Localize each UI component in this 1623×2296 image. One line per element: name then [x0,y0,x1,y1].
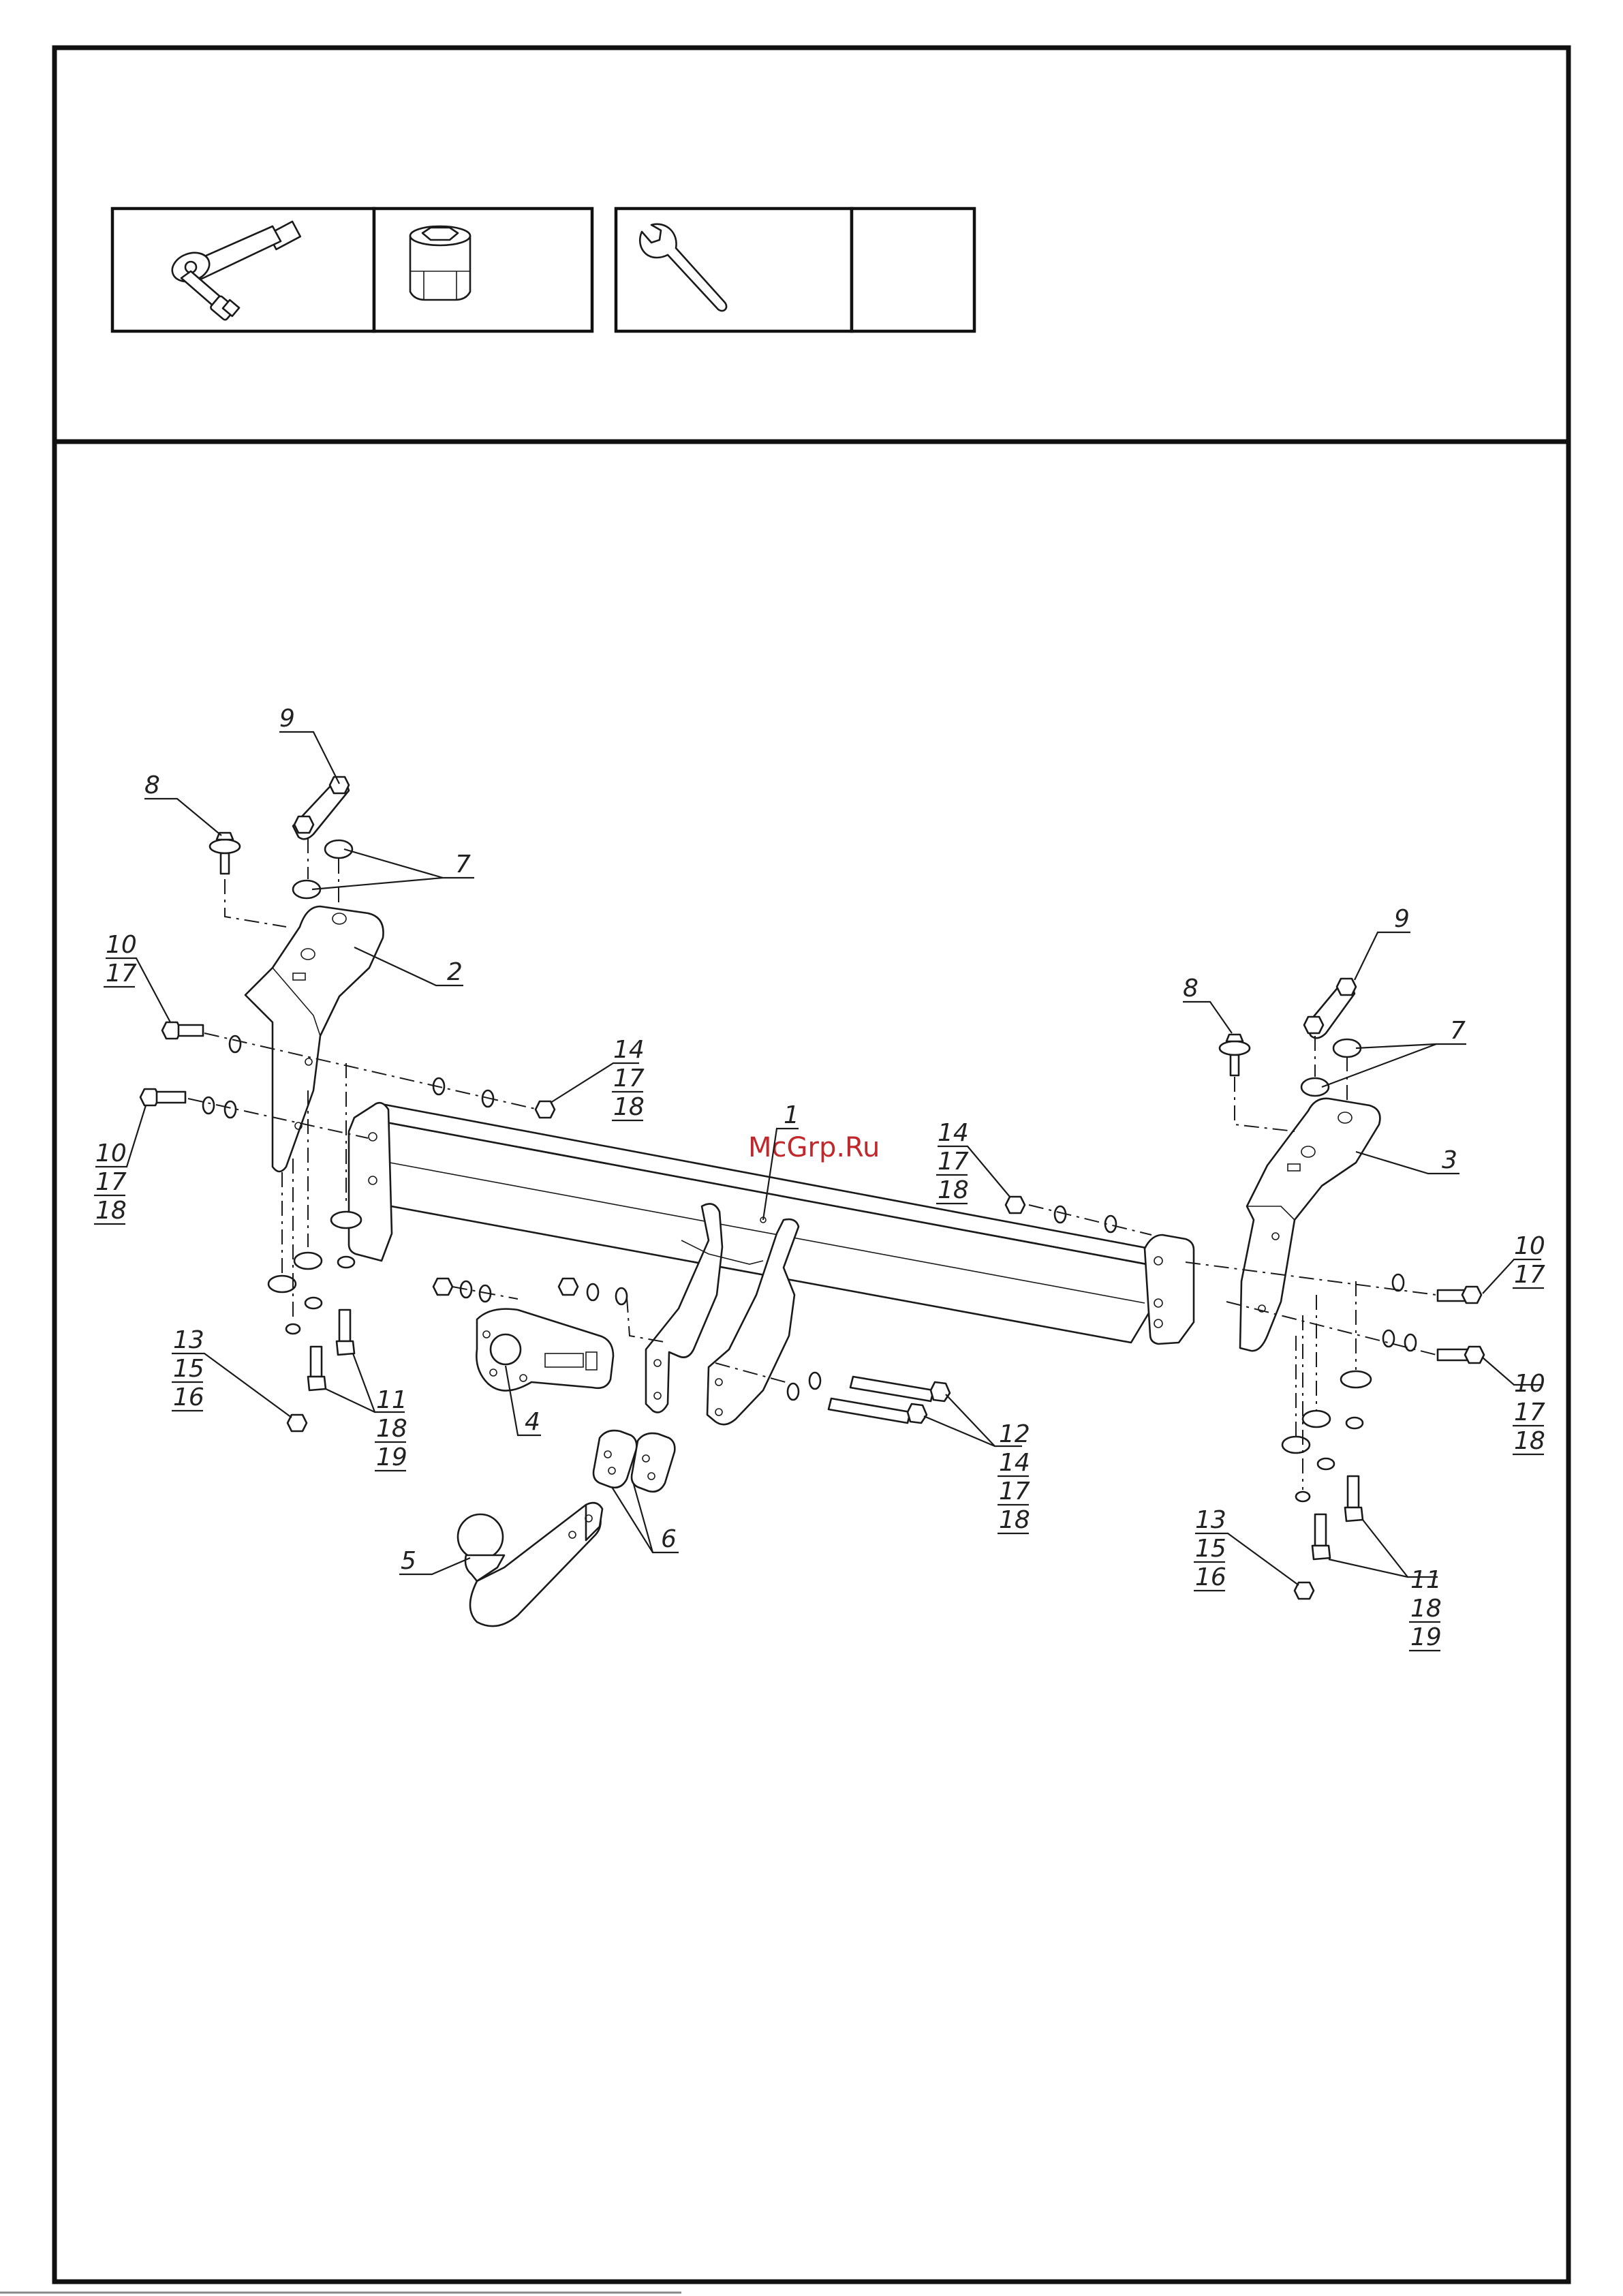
label-part-5: 5 [401,1547,416,1575]
watermark-text: McGrp.Ru [748,1132,880,1163]
socket-head-icon [410,226,470,300]
washer-right-2 [1383,1330,1394,1347]
label-14-right-c: 18 [938,1176,969,1204]
label-13-left-c: 16 [173,1383,204,1411]
bolt-8-left [210,833,240,874]
label-part-8-left: 8 [144,771,160,799]
left-lower-fasteners [268,1212,361,1431]
bolt-10-left-top [162,1022,203,1039]
label-12-a: 12 [999,1420,1030,1448]
washer-left-1 [230,1036,241,1052]
bolt-8-right [1220,1035,1250,1075]
label-10-right-bottom-b: 17 [1514,1398,1545,1426]
bolt-10-right-bottom [1438,1347,1484,1363]
label-10-left-bottom-b: 17 [95,1168,127,1196]
label-12-c: 17 [999,1478,1030,1505]
label-11-left-a: 11 [376,1386,407,1414]
label-10-right-top-a: 10 [1514,1232,1545,1260]
tool-box-group-1 [112,209,592,331]
bolt-10-right-top [1438,1287,1481,1303]
right-bracket-part-3 [1240,1099,1380,1351]
washer-left-3 [225,1101,236,1118]
bolt-10-left-bottom [140,1089,185,1105]
label-12-b: 14 [999,1449,1030,1477]
label-11-left-c: 19 [376,1443,407,1471]
label-13-right-c: 16 [1195,1563,1226,1591]
tool-box-group-2 [616,209,974,331]
label-part-7-right: 7 [1450,1017,1466,1045]
label-14-left-c: 18 [613,1093,645,1121]
label-11-right-b: 18 [1410,1595,1442,1623]
label-13-left-b: 15 [173,1355,204,1383]
label-11-left-b: 18 [376,1415,407,1443]
label-10-left-top-a: 10 [106,931,137,959]
label-part-6: 6 [661,1525,677,1553]
spacer-plates-part-6 [593,1430,675,1492]
clamp-plate-9-left [293,777,349,839]
label-part-2: 2 [447,958,463,986]
washer-beam-right-1 [1055,1206,1066,1223]
label-part-3: 3 [1442,1146,1457,1174]
label-part-9-right: 9 [1394,905,1410,933]
bolt-12-upper [850,1377,950,1401]
washer-7-left-a [325,840,352,858]
bolt-12-lower [829,1398,927,1423]
nut-center-2 [559,1279,578,1295]
label-10-left-top-b: 17 [106,960,137,988]
washer-7-right-b [1301,1078,1329,1096]
label-13-right-b: 15 [1195,1535,1226,1563]
label-10-right-top-b: 17 [1514,1261,1545,1289]
nut-14-right [1006,1197,1025,1213]
label-14-left-b: 17 [613,1065,645,1092]
nut-14-left [536,1101,555,1118]
tow-hitch-plate-part-4 [476,1309,613,1391]
label-14-left-a: 14 [613,1036,645,1064]
label-13-left-a: 13 [173,1326,204,1354]
label-12-d: 18 [999,1506,1030,1534]
label-part-1: 1 [784,1101,799,1129]
label-part-7-left: 7 [455,851,471,878]
label-10-right-bottom-c: 18 [1514,1427,1545,1455]
label-14-right-a: 14 [938,1119,969,1147]
washer-right-1 [1393,1274,1404,1291]
washer-left-2 [203,1097,214,1114]
washer-12-a [809,1373,820,1389]
washer-12-b [788,1383,799,1400]
clamp-plate-9-right [1304,979,1356,1038]
label-11-right-c: 19 [1410,1623,1442,1651]
label-10-left-bottom-a: 10 [95,1139,127,1167]
label-11-right-a: 11 [1410,1566,1442,1594]
label-13-right-a: 13 [1195,1506,1226,1534]
washer-center-3 [587,1284,598,1300]
label-10-right-bottom-a: 10 [1514,1370,1545,1398]
label-10-left-bottom-c: 18 [95,1197,127,1225]
label-part-8-right: 8 [1183,975,1199,1002]
washer-center-4 [616,1288,627,1304]
label-14-right-b: 17 [938,1148,969,1176]
washer-right-3 [1405,1334,1416,1351]
tow-ball-part-5 [458,1503,602,1626]
label-part-9-left: 9 [279,705,295,733]
nut-center-1 [433,1279,452,1295]
label-part-4: 4 [525,1408,540,1436]
